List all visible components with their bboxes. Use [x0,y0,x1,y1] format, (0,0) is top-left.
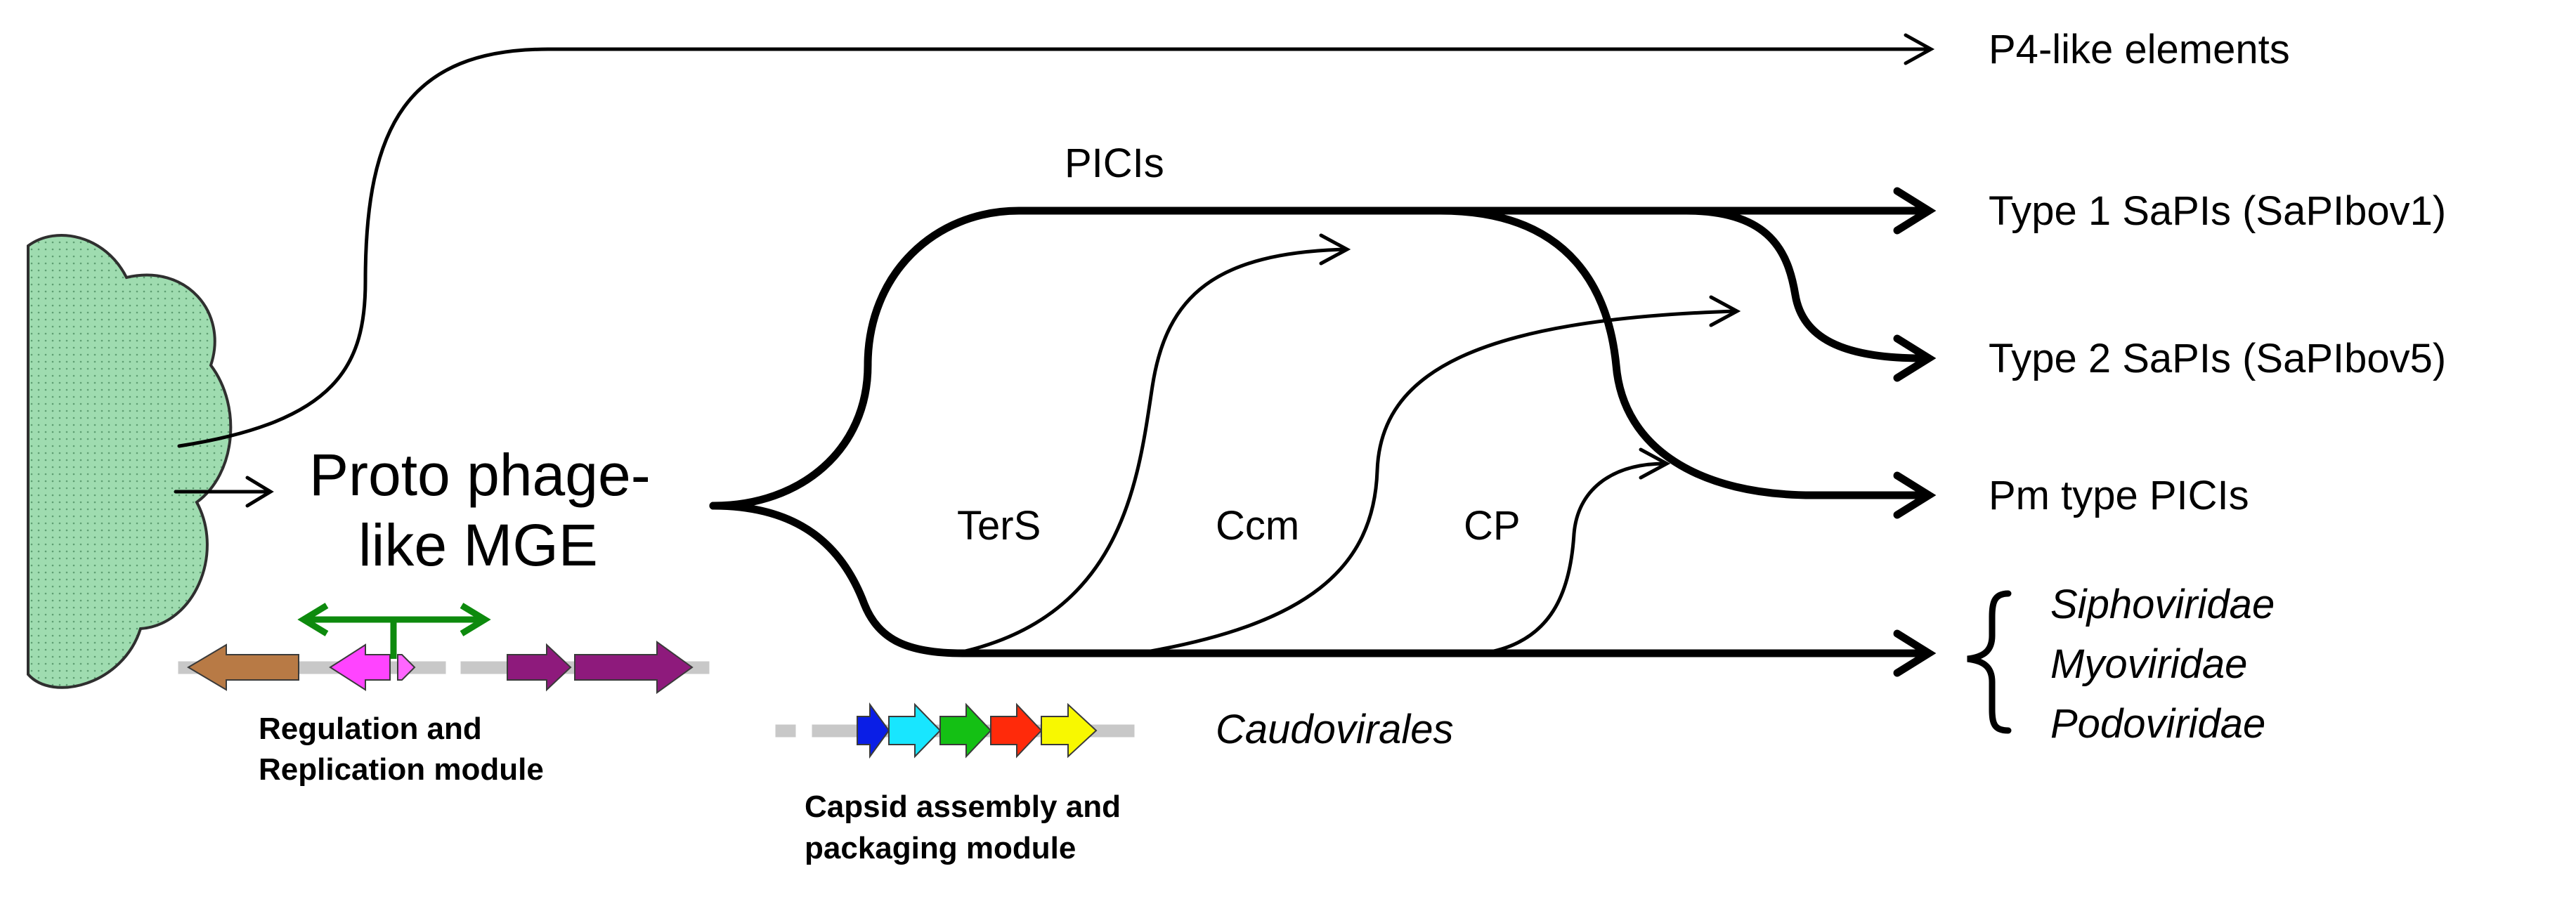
label-family-3: Podoviridae [2050,701,2265,747]
label-cp: CP [1464,503,1521,549]
acquisition-cp [1481,461,1667,655]
gene-arrow-icon [939,702,992,759]
label-proto-line1: Proto phage- [309,442,651,508]
branch-p4 [177,47,1931,448]
gene-arrow-icon [507,643,572,692]
arrowhead-caudovirales [1893,629,1937,677]
fork-lower [709,502,1926,657]
acquisition-ccm [1136,309,1738,655]
gene-arrow-icon [574,641,694,694]
gene-arrow-icon [990,702,1043,759]
label-family-1: Siphoviridae [2050,582,2275,627]
divergent-promoter-icon [304,616,485,659]
gene-arrow-icon [397,654,416,681]
label-ccm: Ccm [1216,503,1299,549]
label-capsid-line1: Capsid assembly and [805,790,1121,824]
families-brace [1967,590,2012,734]
label-caudovirales: Caudovirales [1216,707,1454,752]
regulation-module [178,603,710,694]
label-family-2: Myoviridae [2050,641,2247,687]
arrowhead-type1 [1893,187,1937,235]
gene-arrow-icon [1041,702,1098,759]
label-capsid-line2: packaging module [805,831,1076,865]
label-type2: Type 2 SaPIs (SaPIbov5) [1989,336,2446,381]
label-regulation-line2: Replication module [259,752,544,787]
gene-arrow-icon [329,643,391,691]
label-p4-like: P4-like elements [1989,27,2290,72]
acquisition-ters [954,247,1348,655]
arrowhead-p4 [1904,33,1935,65]
label-regulation-line1: Regulation and [259,712,482,746]
arrowhead-ters [1319,233,1351,266]
arrowhead-ccm [1709,295,1741,327]
gene-arrow-icon [857,702,890,759]
arrowhead-type2 [1893,334,1937,382]
gene-arrow-icon [187,643,299,691]
label-picis: PICIs [1065,140,1164,186]
capsid-module [775,702,1135,759]
arrowhead-right-green [460,603,491,636]
gene-arrow-icon [888,702,942,759]
arrowhead-cp [1639,447,1671,480]
fork-upper [709,207,1926,510]
arrowhead-mge [245,476,274,508]
arrowhead-left-green [297,603,329,636]
label-ters: TerS [957,503,1041,549]
label-type1: Type 1 SaPIs (SaPIbov1) [1989,188,2446,234]
origin-cloud-icon [27,234,233,689]
arrowhead-pm [1893,471,1937,519]
label-pm-type: Pm type PICIs [1989,473,2249,518]
branch-type2 [1682,207,1926,362]
label-proto-line2: like MGE [358,512,598,578]
branch-pm [1436,207,1926,499]
